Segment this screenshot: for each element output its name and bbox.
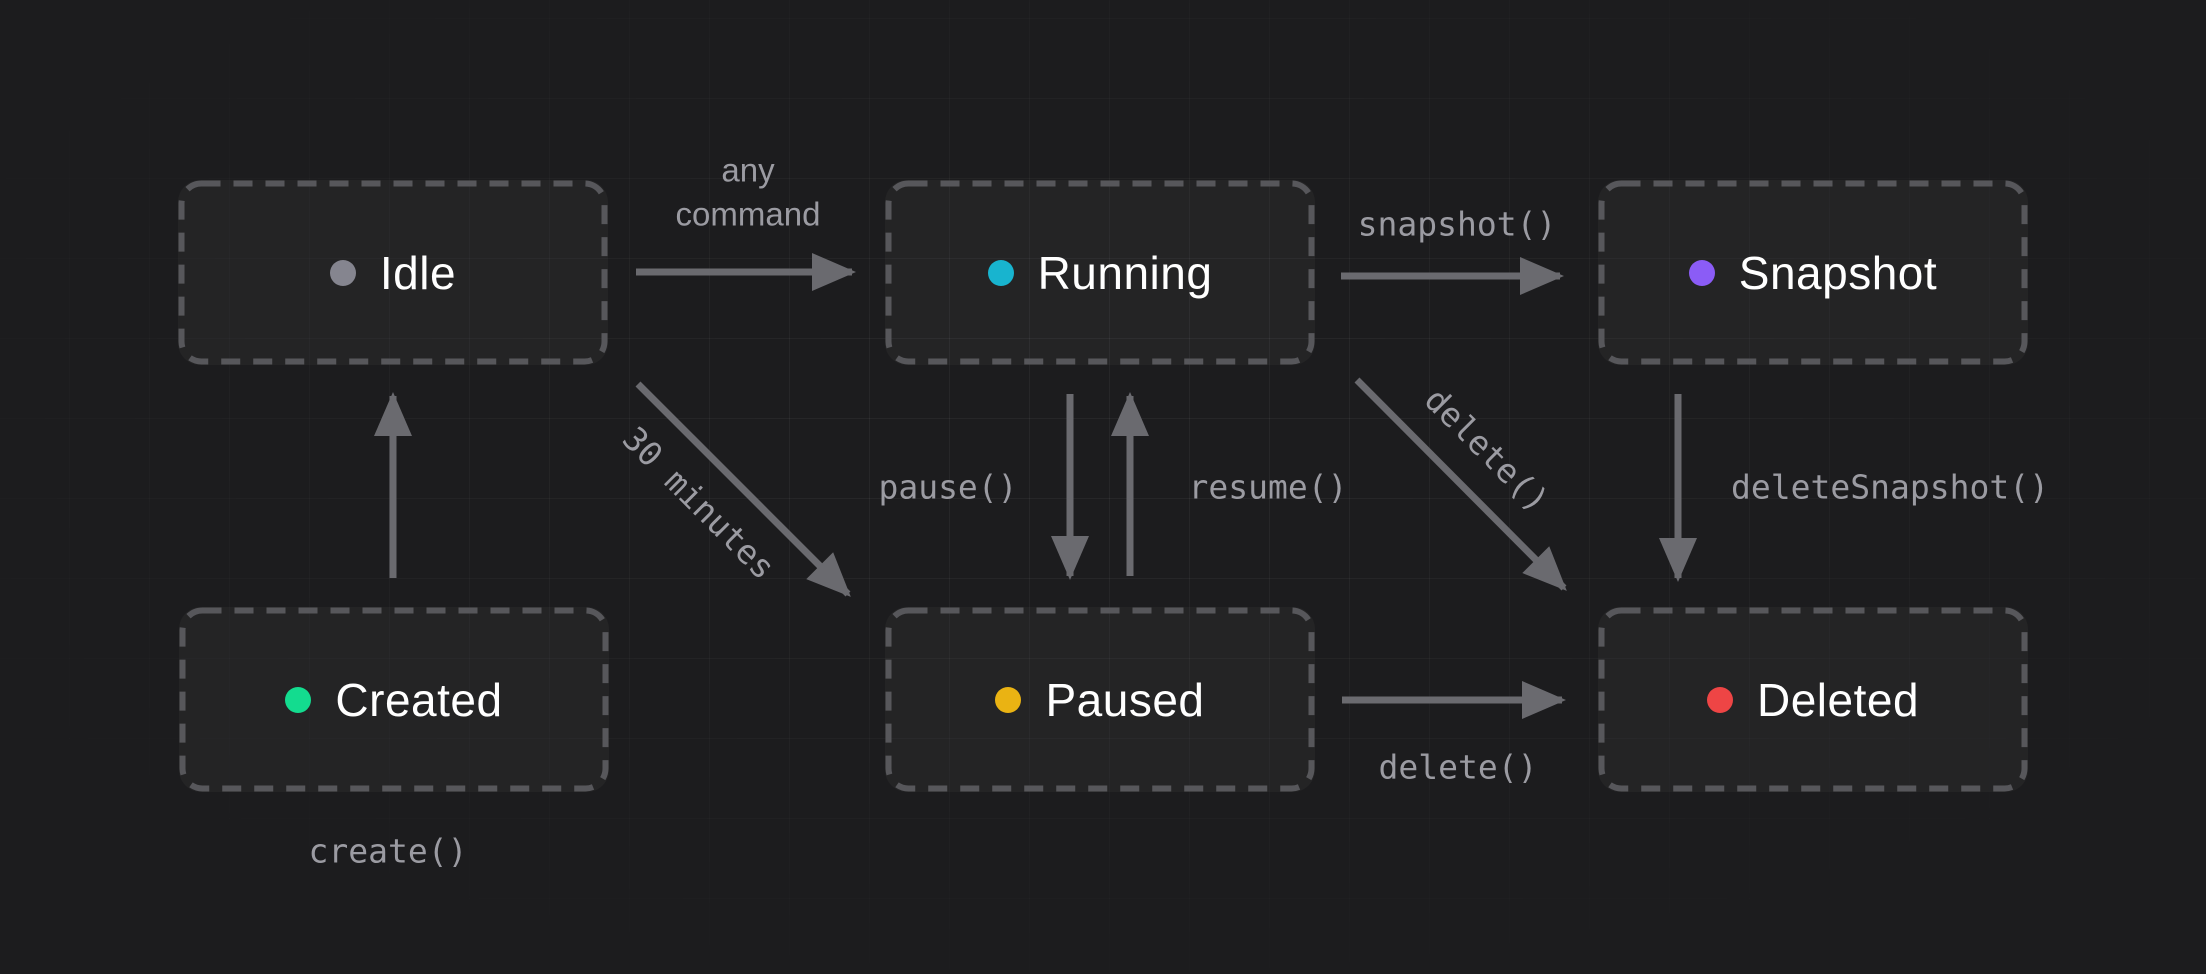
transition-label-created-to-idle: create() bbox=[308, 831, 468, 871]
state-label-created: Created bbox=[335, 673, 503, 726]
state-label-deleted: Deleted bbox=[1756, 673, 1920, 726]
state-box-snapshot: Snapshot bbox=[1598, 180, 2028, 365]
state-dot-paused bbox=[995, 686, 1022, 713]
state-dot-idle bbox=[329, 259, 356, 286]
state-dot-snapshot bbox=[1688, 259, 1715, 286]
transition-label-running-to-paused: pause() bbox=[878, 467, 1018, 507]
transition-label-paused-to-deleted: delete() bbox=[1378, 747, 1538, 787]
state-box-created: Created bbox=[179, 607, 609, 792]
arrow-running-to-deleted bbox=[1354, 377, 1567, 591]
state-dot-created bbox=[285, 686, 312, 713]
state-box-running: Running bbox=[885, 180, 1315, 365]
arrow-idle-to-paused bbox=[635, 381, 851, 597]
state-dot-deleted bbox=[1706, 686, 1733, 713]
state-box-idle: Idle bbox=[178, 180, 608, 365]
state-label-paused: Paused bbox=[1045, 673, 1205, 726]
transition-label-running-to-snapshot: snapshot() bbox=[1357, 204, 1557, 244]
state-box-deleted: Deleted bbox=[1598, 607, 2028, 792]
state-label-running: Running bbox=[1037, 246, 1213, 299]
transition-label-paused-to-running: resume() bbox=[1188, 467, 1348, 507]
state-box-paused: Paused bbox=[885, 607, 1315, 792]
transition-label-idle-to-running: any command bbox=[675, 151, 821, 232]
state-dot-running bbox=[987, 259, 1014, 286]
state-label-idle: Idle bbox=[379, 246, 457, 299]
transition-label-snapshot-to-deleted: deleteSnapshot() bbox=[1731, 467, 2049, 507]
state-label-snapshot: Snapshot bbox=[1738, 246, 1938, 299]
